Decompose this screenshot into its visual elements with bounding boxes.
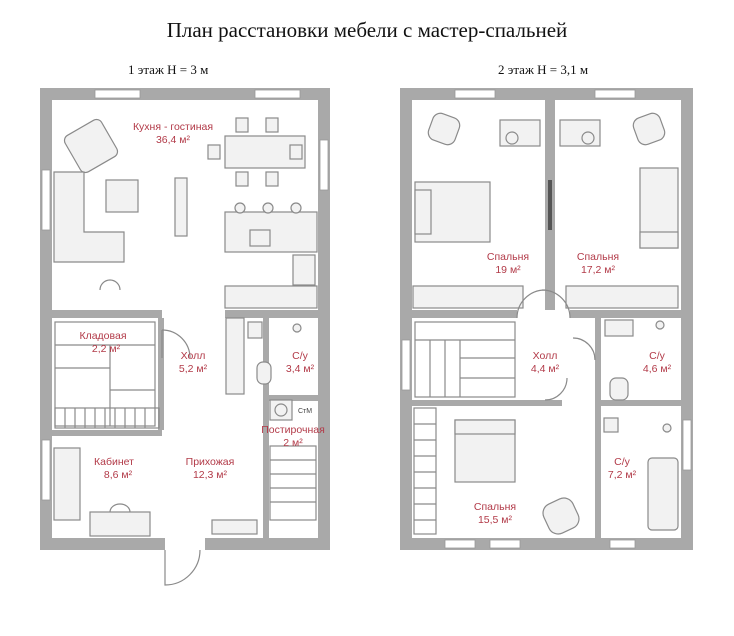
appliance-label: СтМ (298, 408, 312, 415)
door-swing (544, 377, 568, 401)
room-area-bedroom2: 17,2 м² (581, 264, 616, 276)
door-swing (161, 329, 191, 359)
f2-wall-inner-4 (412, 400, 542, 406)
armchair (542, 497, 580, 535)
washbasin (604, 319, 634, 337)
f1-wall-bottom-right (205, 538, 330, 550)
room-name-bathroom2b: С/у (614, 456, 631, 468)
office-desk (89, 511, 151, 537)
room-area-office: 8,6 м² (104, 469, 133, 481)
toilet (609, 377, 629, 401)
f2-wall-top (400, 88, 693, 100)
office-sofa (53, 447, 81, 521)
fridge (292, 254, 316, 286)
room-name-bathroom: С/у (292, 350, 309, 362)
shower-head (655, 320, 665, 330)
floor2-plan: Спальня 19 м² Спальня 17,2 м² Холл 4,4 м… (400, 88, 693, 550)
room-area-laundry: 2 м² (283, 437, 303, 449)
floor2-label: 2 этаж H = 3,1 м (498, 62, 589, 77)
desk (559, 119, 601, 147)
room-name-laundry: Постирочная (261, 424, 325, 436)
door-swing (572, 337, 596, 361)
room-area-bathroom2a: 4,6 м² (643, 363, 672, 375)
chair (265, 117, 279, 133)
f1-wall-inner-4 (158, 318, 164, 430)
washing-machine (269, 399, 293, 421)
f2-wall-right (681, 88, 693, 548)
stairs (414, 321, 516, 398)
entrance-door (164, 549, 201, 586)
shelving (54, 407, 160, 429)
chair (235, 117, 249, 133)
f2-wall-inner-7 (595, 406, 601, 538)
chair (289, 144, 303, 160)
f1-wall-bottom-left (40, 538, 165, 550)
wardrobe-master (413, 407, 437, 535)
shelving-laundry (269, 445, 317, 521)
room-name-bathroom2a: С/у (649, 350, 666, 362)
room-area-master: 15,5 м² (478, 514, 513, 526)
room-area-pantry: 2,2 м² (92, 343, 121, 355)
chair (207, 144, 221, 160)
room-name-bedroom1: Спальня (487, 251, 529, 263)
wardrobe (565, 285, 679, 309)
f2-wall-left (400, 88, 412, 548)
f1-wall-inner-1 (52, 310, 162, 318)
bathtub (647, 457, 679, 531)
room-area-bathroom: 3,4 м² (286, 363, 315, 375)
washbasin (603, 417, 619, 433)
desk (499, 119, 541, 147)
room-area-kitchen: 36,4 м² (156, 134, 191, 146)
coffee-table (105, 179, 139, 213)
door-swing (516, 289, 546, 319)
floor1-label: 1 этаж H = 3 м (128, 62, 209, 77)
f1-wall-right (318, 88, 330, 548)
room-area-entrance: 12,3 м² (193, 469, 228, 481)
room-area-hall: 5,2 м² (179, 363, 208, 375)
tv-stand (174, 177, 188, 237)
f1-wall-inner-3 (52, 430, 162, 436)
f1-wall-inner-2 (225, 310, 318, 318)
kitchen-counter (224, 285, 318, 309)
corner-sofa (53, 171, 125, 263)
chair-outline (99, 279, 121, 291)
room-name-bedroom2: Спальня (577, 251, 619, 263)
armchair (63, 118, 119, 174)
armchair (632, 112, 666, 146)
f1-wall-inner-6 (263, 395, 318, 401)
toilet (256, 361, 272, 385)
room-name-hall: Холл (181, 350, 206, 362)
chair (265, 171, 279, 187)
chair (235, 171, 249, 187)
room-area-hall2: 4,4 м² (531, 363, 560, 375)
f2-wall-inner-6 (595, 400, 681, 406)
kitchen-island (224, 211, 318, 253)
plan-title: План расстановки мебели с мастер-спальне… (166, 18, 568, 42)
sink (249, 229, 271, 247)
floor1-plan: СтМ Кухня - гостиная 36,4 м² Кладовая 2,… (40, 88, 330, 586)
room-name-kitchen: Кухня - гостиная (133, 121, 213, 133)
f2-wall-inner-1 (412, 310, 517, 318)
f1-wall-inner-7 (263, 400, 269, 538)
armchair (427, 112, 461, 146)
room-name-entrance: Прихожая (186, 456, 235, 468)
room-name-pantry: Кладовая (79, 330, 126, 342)
f2-wall-bottom (400, 538, 693, 550)
wardrobe (412, 285, 524, 309)
shower-head (292, 323, 302, 333)
room-name-master: Спальня (474, 501, 516, 513)
f1-wall-inner-5 (263, 318, 269, 398)
room-area-bedroom1: 19 м² (495, 264, 521, 276)
hall-wardrobe (225, 317, 245, 395)
door-swing (541, 289, 571, 319)
room-name-office: Кабинет (94, 456, 134, 468)
washbasin (247, 321, 263, 339)
f2-wall-inner-2 (570, 310, 681, 318)
f2-wall-inner-5 (595, 318, 601, 408)
entrance-bench (211, 519, 258, 535)
room-area-bathroom2b: 7,2 м² (608, 469, 637, 481)
room-name-hall2: Холл (533, 350, 558, 362)
